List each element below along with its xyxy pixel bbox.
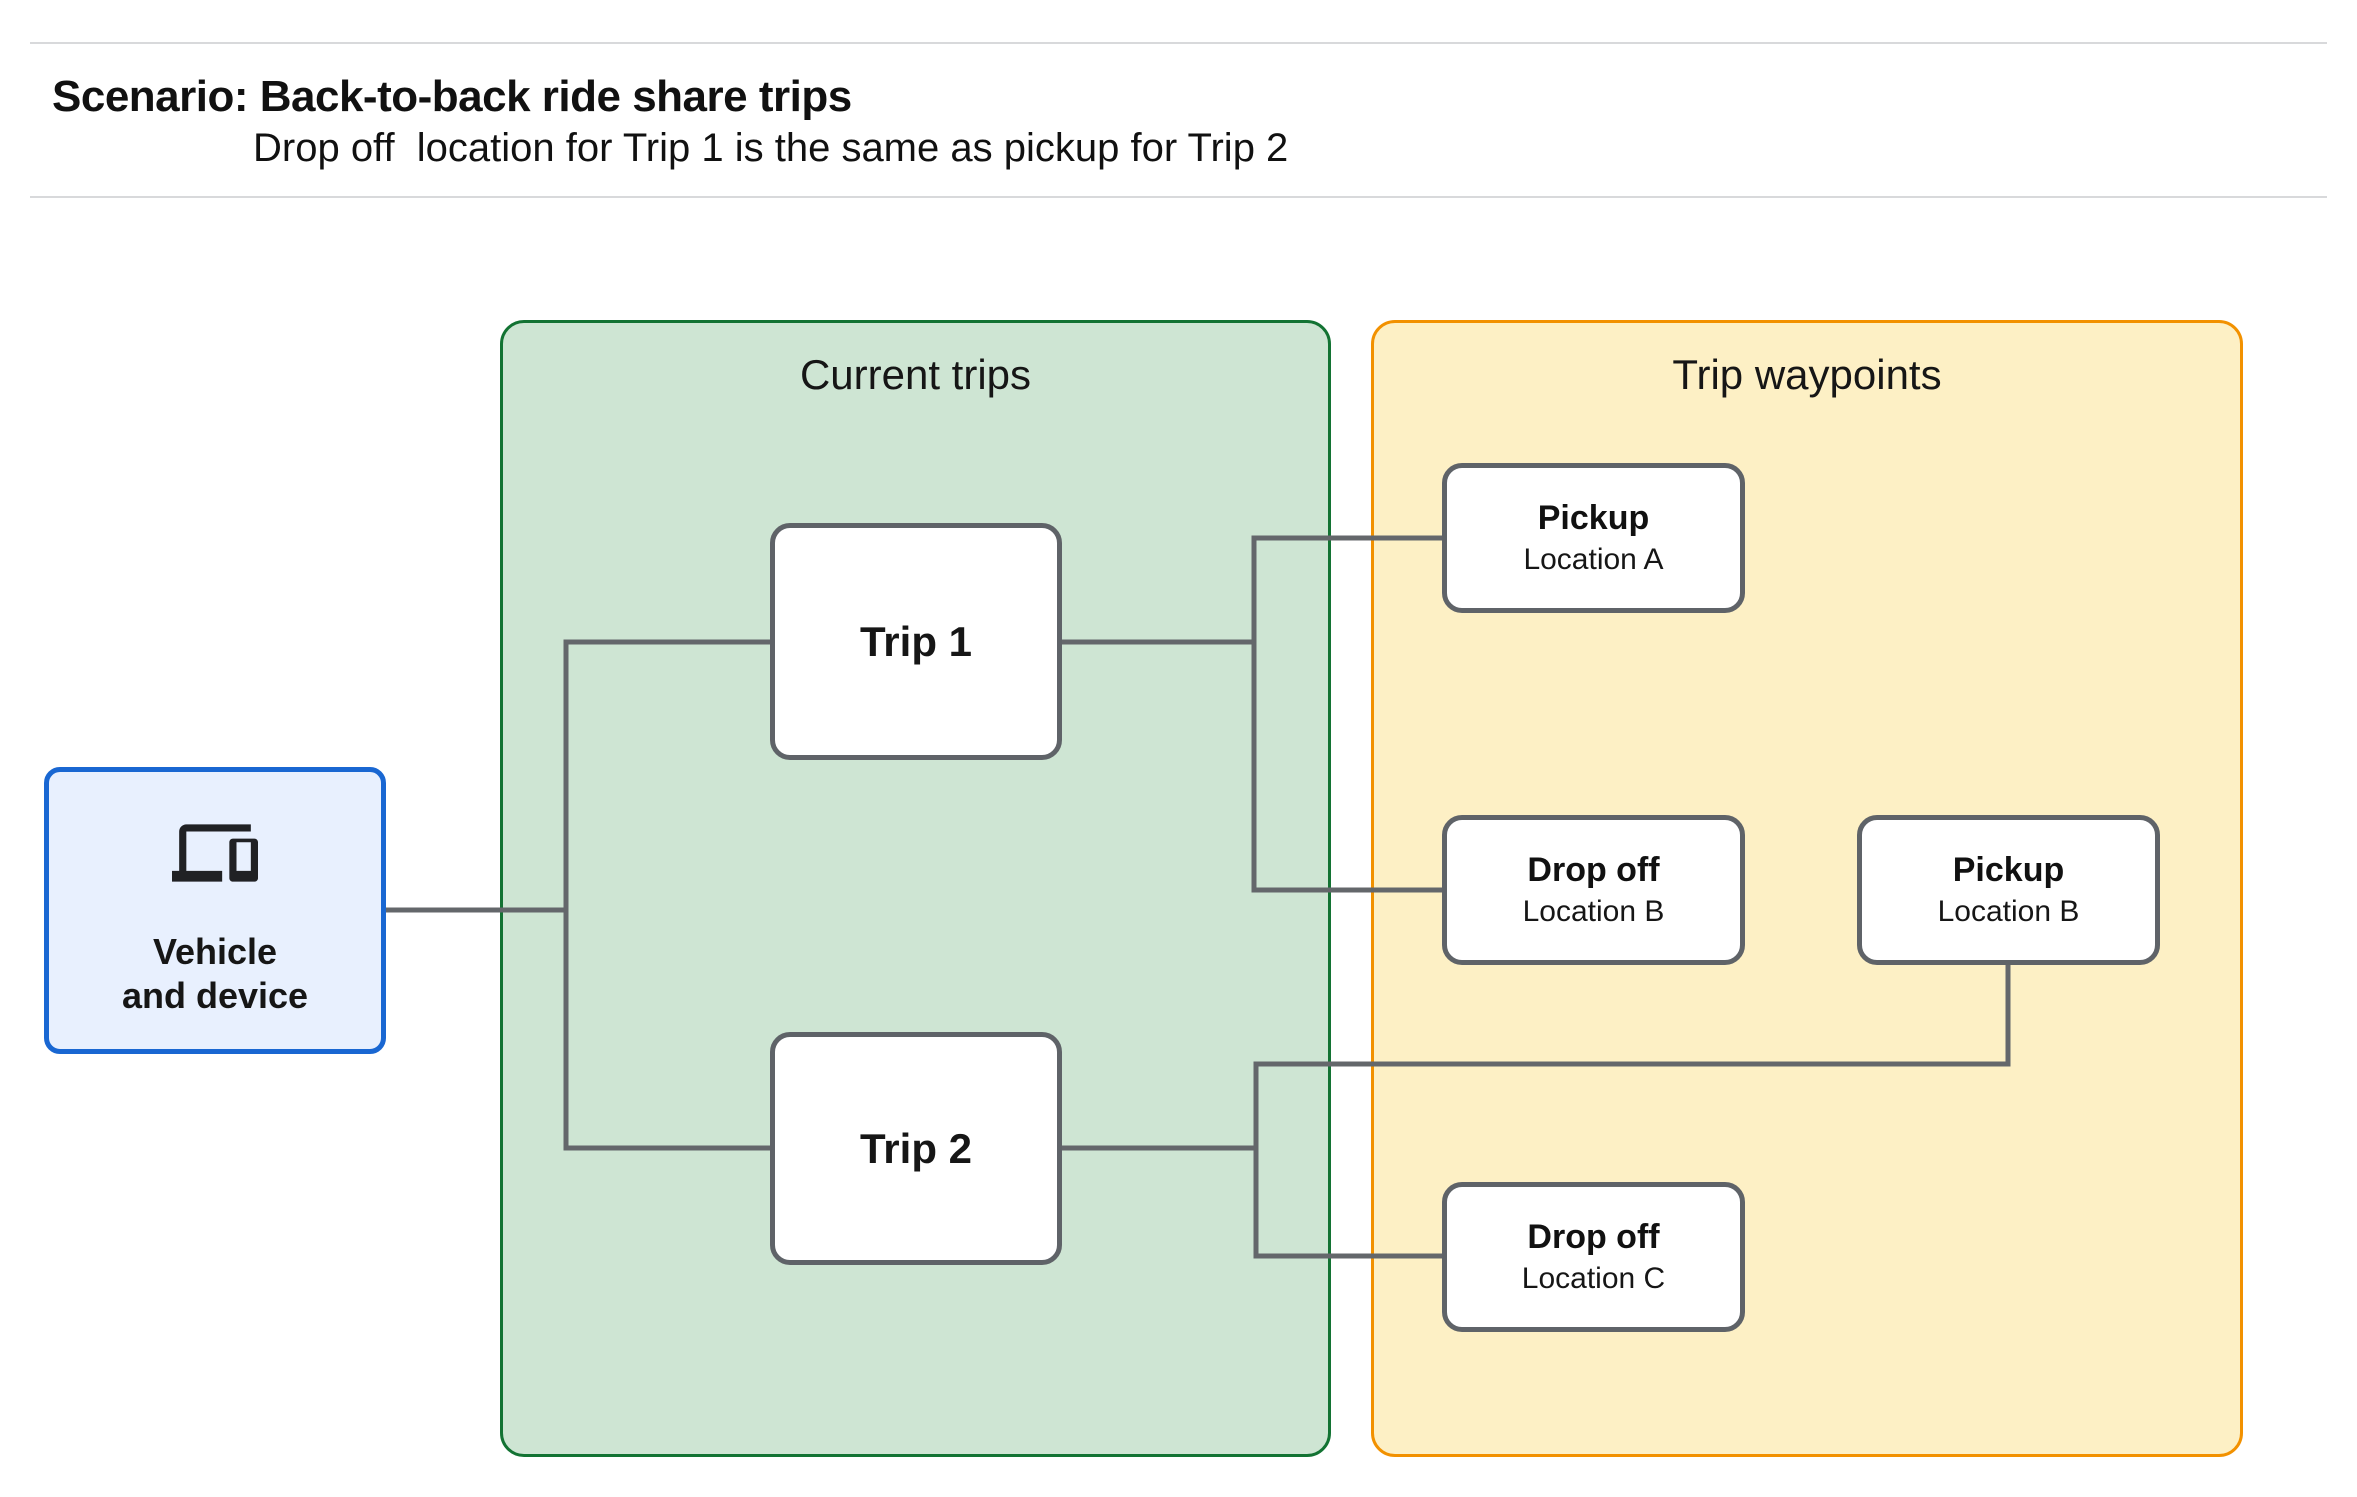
waypoint-pickup-location-b: Pickup Location B [1857,815,2160,965]
vehicle-device-node: Vehicle and device [44,767,386,1054]
top-divider [30,42,2327,44]
vehicle-device-label: Vehicle and device [122,930,308,1018]
waypoint-title: Pickup [1952,850,2065,889]
header-divider [30,196,2327,198]
page-title: Scenario: Back-to-back ride share trips [52,72,852,121]
waypoint-title: Pickup [1537,498,1650,537]
panel-current-trips: Current trips [500,320,1331,1457]
trip-1-label: Trip 1 [859,617,973,665]
waypoint-dropoff-location-c: Drop off Location C [1442,1182,1745,1332]
connector-vehicle-to-trips [385,639,770,1151]
waypoint-location: Location A [1523,543,1664,577]
page-subtitle: Drop off location for Trip 1 is the same… [253,126,1289,170]
waypoint-location: Location C [1521,1262,1666,1296]
connector-trip1-to-waypoints [1062,535,1442,893]
trip-2-node: Trip 2 [770,1032,1062,1265]
waypoint-title: Drop off [1527,850,1660,889]
connector-trip2-to-waypoints [1062,965,2011,1259]
waypoint-title: Drop off [1527,1217,1660,1256]
trip-2-label: Trip 2 [859,1124,973,1172]
waypoint-location: Location B [1522,895,1665,929]
devices-icon [172,824,258,882]
trip-1-node: Trip 1 [770,523,1062,760]
waypoint-location: Location B [1937,895,2080,929]
panel-current-trips-title: Current trips [799,351,1032,398]
waypoint-pickup-location-a: Pickup Location A [1442,463,1745,613]
vehicle-label-line2: and device [121,974,309,1016]
panel-trip-waypoints-title: Trip waypoints [1672,351,1942,398]
vehicle-label-line1: Vehicle [152,931,278,972]
waypoint-dropoff-location-b: Drop off Location B [1442,815,1745,965]
